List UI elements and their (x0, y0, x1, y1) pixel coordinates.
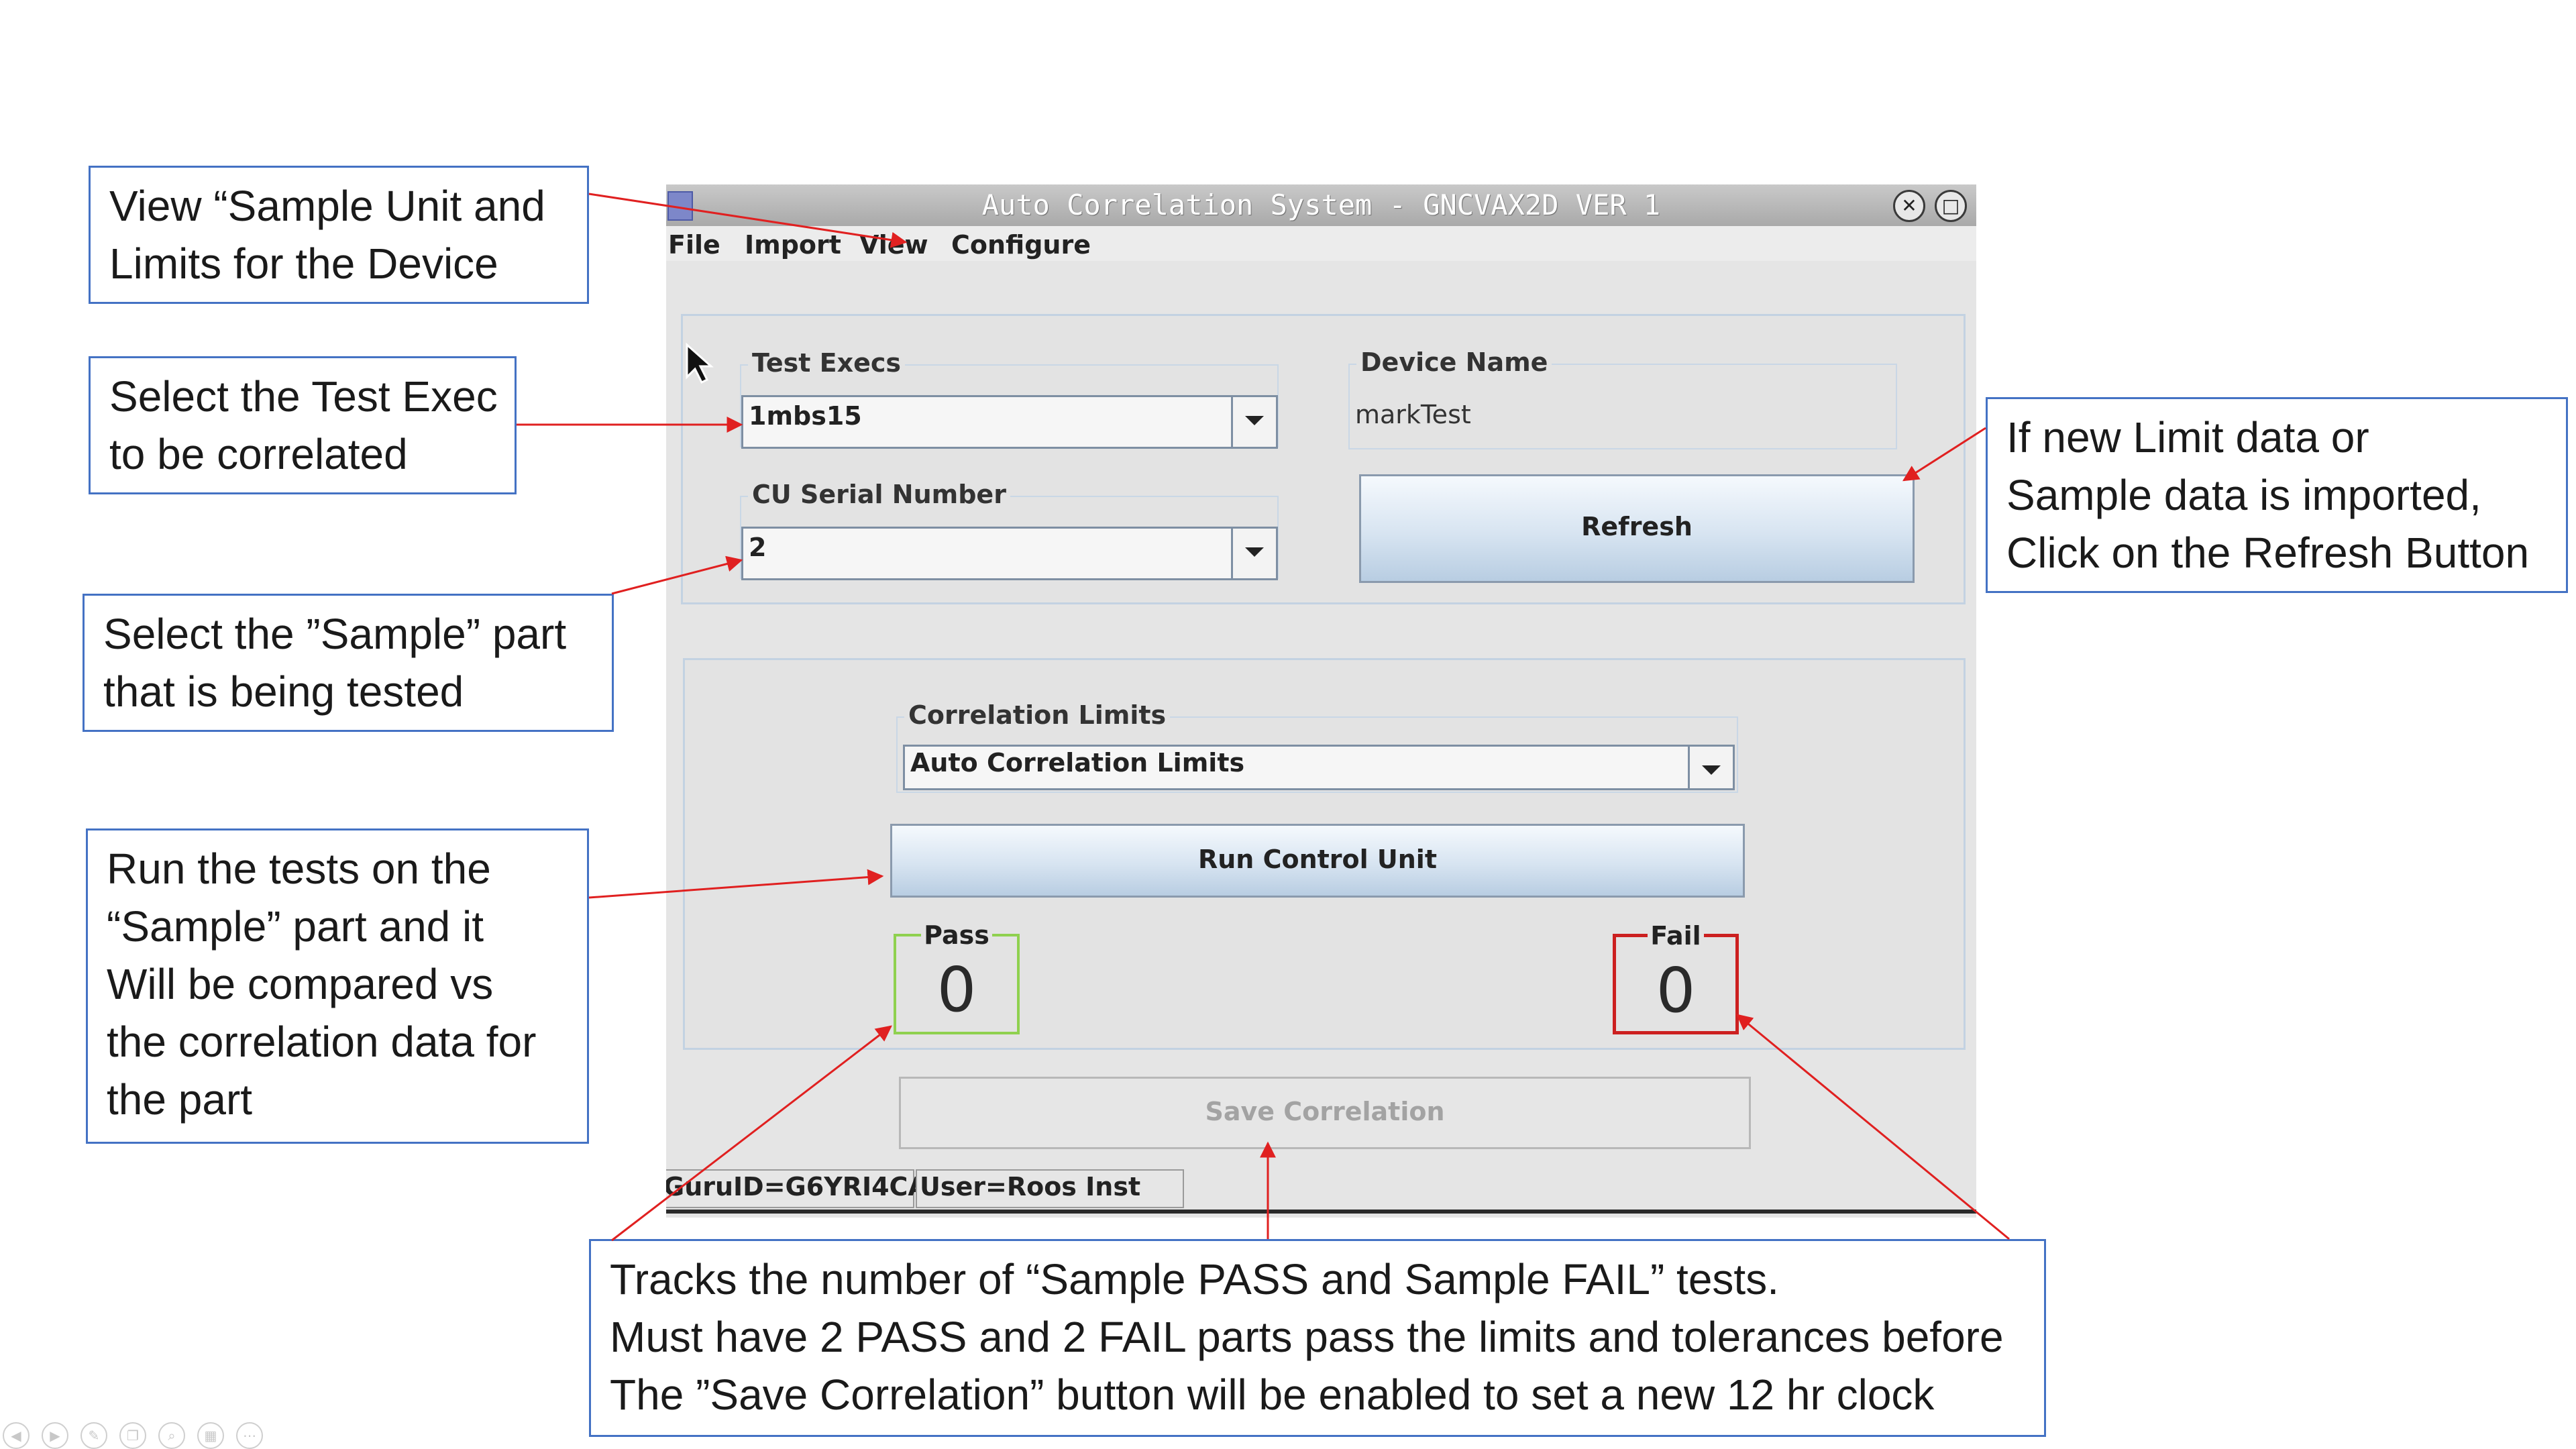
cursor-icon (686, 342, 714, 384)
arrow-to-fail (1736, 1014, 2010, 1240)
arrow-to-cu-serial (611, 555, 743, 595)
fail-counter: Fail 0 (1613, 921, 1739, 1034)
test-execs-group: Test Execs 1mbs15 (740, 348, 1279, 449)
cu-serial-group: CU Serial Number 2 (740, 480, 1279, 580)
test-execs-value: 1mbs15 (749, 401, 862, 431)
more-icon[interactable]: ⋯ (236, 1422, 263, 1449)
selection-panel: Test Execs 1mbs15 CU Serial Number 2 Dev… (681, 314, 1966, 604)
callout-refresh: If new Limit data or Sample data is impo… (1986, 397, 2568, 593)
arrow-to-view-menu (588, 193, 908, 248)
fail-label: Fail (1648, 921, 1704, 951)
refresh-button[interactable]: Refresh (1359, 474, 1915, 583)
callout-test-exec: Select the Test Exec to be correlated (89, 356, 517, 494)
pass-count: 0 (936, 954, 977, 1026)
correlation-limits-value: Auto Correlation Limits (910, 748, 1245, 777)
status-bar: GuruID=G6YRI4CA User=Roos Inst (666, 1169, 1976, 1218)
maximize-icon[interactable]: □ (1935, 190, 1967, 222)
cu-serial-label: CU Serial Number (748, 480, 1010, 509)
prev-icon[interactable]: ◀ (3, 1422, 30, 1449)
cu-serial-value: 2 (749, 533, 767, 562)
arrow-to-run-button (588, 869, 884, 899)
status-divider (666, 1210, 1976, 1214)
menu-configure[interactable]: Configure (951, 230, 1091, 260)
chevron-down-icon[interactable] (1688, 747, 1733, 788)
menu-bar: File Import View Configure (666, 226, 1976, 261)
zoom-icon[interactable]: ⌕ (158, 1422, 185, 1449)
user-status: User=Roos Inst (916, 1169, 1184, 1208)
close-icon[interactable]: ✕ (1893, 190, 1925, 222)
callout-view: View “Sample Unit and Limits for the Dev… (89, 166, 589, 304)
correlation-limits-label: Correlation Limits (904, 700, 1171, 730)
arrow-to-refresh (1902, 427, 1986, 482)
device-name-label: Device Name (1356, 347, 1552, 377)
app-window: Auto Correlation System - GNCVAX2D VER 1… (666, 184, 1976, 1218)
correlation-panel: Correlation Limits Auto Correlation Limi… (683, 658, 1966, 1050)
copy-icon[interactable]: ❐ (119, 1422, 146, 1449)
chevron-down-icon[interactable] (1231, 397, 1276, 447)
callout-tracks: Tracks the number of “Sample PASS and Sa… (589, 1239, 2046, 1437)
slides-icon[interactable]: ▦ (197, 1422, 224, 1449)
fail-count: 0 (1656, 955, 1696, 1026)
pass-label: Pass (921, 920, 992, 950)
chevron-down-icon[interactable] (1231, 529, 1276, 578)
guru-id-status: GuruID=G6YRI4CA (666, 1169, 928, 1208)
device-name-value: markTest (1355, 400, 1471, 429)
correlation-limits-group: Correlation Limits Auto Correlation Limi… (896, 700, 1738, 793)
test-execs-dropdown[interactable]: 1mbs15 (741, 395, 1278, 449)
callout-sample: Select the ”Sample” part that is being t… (83, 594, 614, 732)
menu-import[interactable]: Import (745, 230, 841, 260)
callout-run: Run the tests on the “Sample” part and i… (86, 828, 589, 1144)
device-name-group: Device Name markTest (1348, 347, 1897, 449)
title-bar[interactable]: Auto Correlation System - GNCVAX2D VER 1… (666, 184, 1976, 226)
window-title: Auto Correlation System - GNCVAX2D VER 1 (981, 189, 1661, 221)
arrow-to-pass (611, 1025, 892, 1242)
next-icon[interactable]: ▶ (42, 1422, 68, 1449)
correlation-limits-dropdown[interactable]: Auto Correlation Limits (903, 745, 1735, 790)
menu-file[interactable]: File (668, 230, 720, 260)
pen-icon[interactable]: ✎ (80, 1422, 107, 1449)
test-execs-label: Test Execs (748, 348, 906, 378)
run-control-unit-button[interactable]: Run Control Unit (890, 824, 1745, 898)
save-correlation-button[interactable]: Save Correlation (899, 1077, 1751, 1149)
pass-counter: Pass 0 (894, 920, 1020, 1034)
cu-serial-dropdown[interactable]: 2 (741, 527, 1278, 580)
